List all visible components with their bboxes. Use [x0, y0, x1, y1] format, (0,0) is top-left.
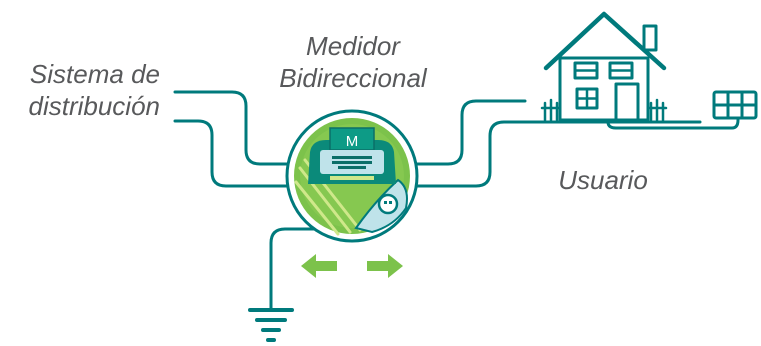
user-label: Usuario — [558, 165, 648, 195]
meter-icon: M — [285, 109, 419, 243]
distribution-system-label: Sistema de distribución — [0, 58, 160, 122]
meter-label: Medidor Bidireccional — [268, 30, 438, 94]
arrow-right-icon — [367, 254, 403, 278]
user-lines — [412, 99, 527, 188]
house-icon — [523, 11, 740, 130]
meter-label-line-2: Bidireccional — [279, 63, 427, 93]
meter-letter: M — [346, 133, 359, 150]
ground-symbol-icon — [248, 227, 320, 342]
meter-label-line-1: Medidor — [306, 31, 400, 61]
distribution-label-line-2: distribución — [28, 91, 160, 121]
solar-panel-icon — [712, 90, 758, 120]
arrow-left-icon — [301, 254, 337, 278]
distribution-label-line-1: Sistema de — [29, 59, 160, 89]
distribution-lines — [173, 90, 298, 188]
